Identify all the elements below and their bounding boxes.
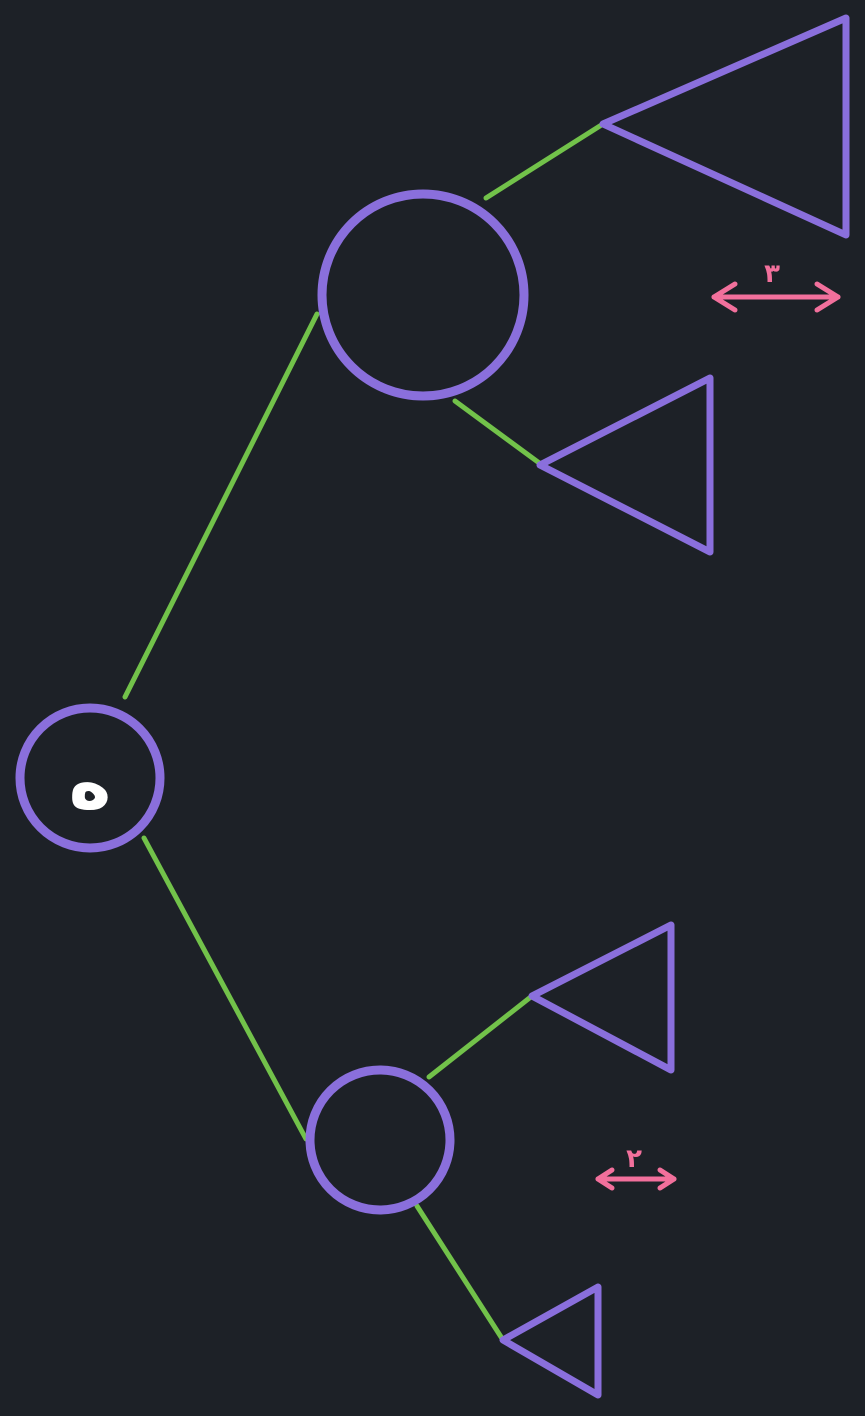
edge-root-to-upper-child <box>122 311 320 700</box>
edge-root-to-lower-child <box>141 835 309 1142</box>
edge-upper-child-to-large-subtree <box>483 121 606 201</box>
edge-lower-child-to-small-subtree <box>414 1203 506 1343</box>
subtree-triangle-lower-small <box>499 1283 602 1399</box>
subtree-triangle-large <box>599 14 850 239</box>
root-node-label: ﻩ <box>69 741 112 825</box>
bottom-double-arrow <box>595 1167 677 1191</box>
top-double-arrow <box>711 281 841 313</box>
root-node <box>15 703 165 853</box>
edge-upper-child-to-medium-subtree <box>452 398 545 468</box>
subtree-triangle-lower-medium <box>528 921 675 1074</box>
top-arrow-label: ٣ <box>764 259 780 289</box>
upper-child-node <box>317 189 529 401</box>
edge-lower-child-to-medium-subtree <box>426 993 535 1080</box>
lower-child-node <box>305 1065 455 1215</box>
bottom-arrow-label: ٢ <box>626 1144 642 1174</box>
subtree-triangle-upper-small <box>536 374 714 556</box>
